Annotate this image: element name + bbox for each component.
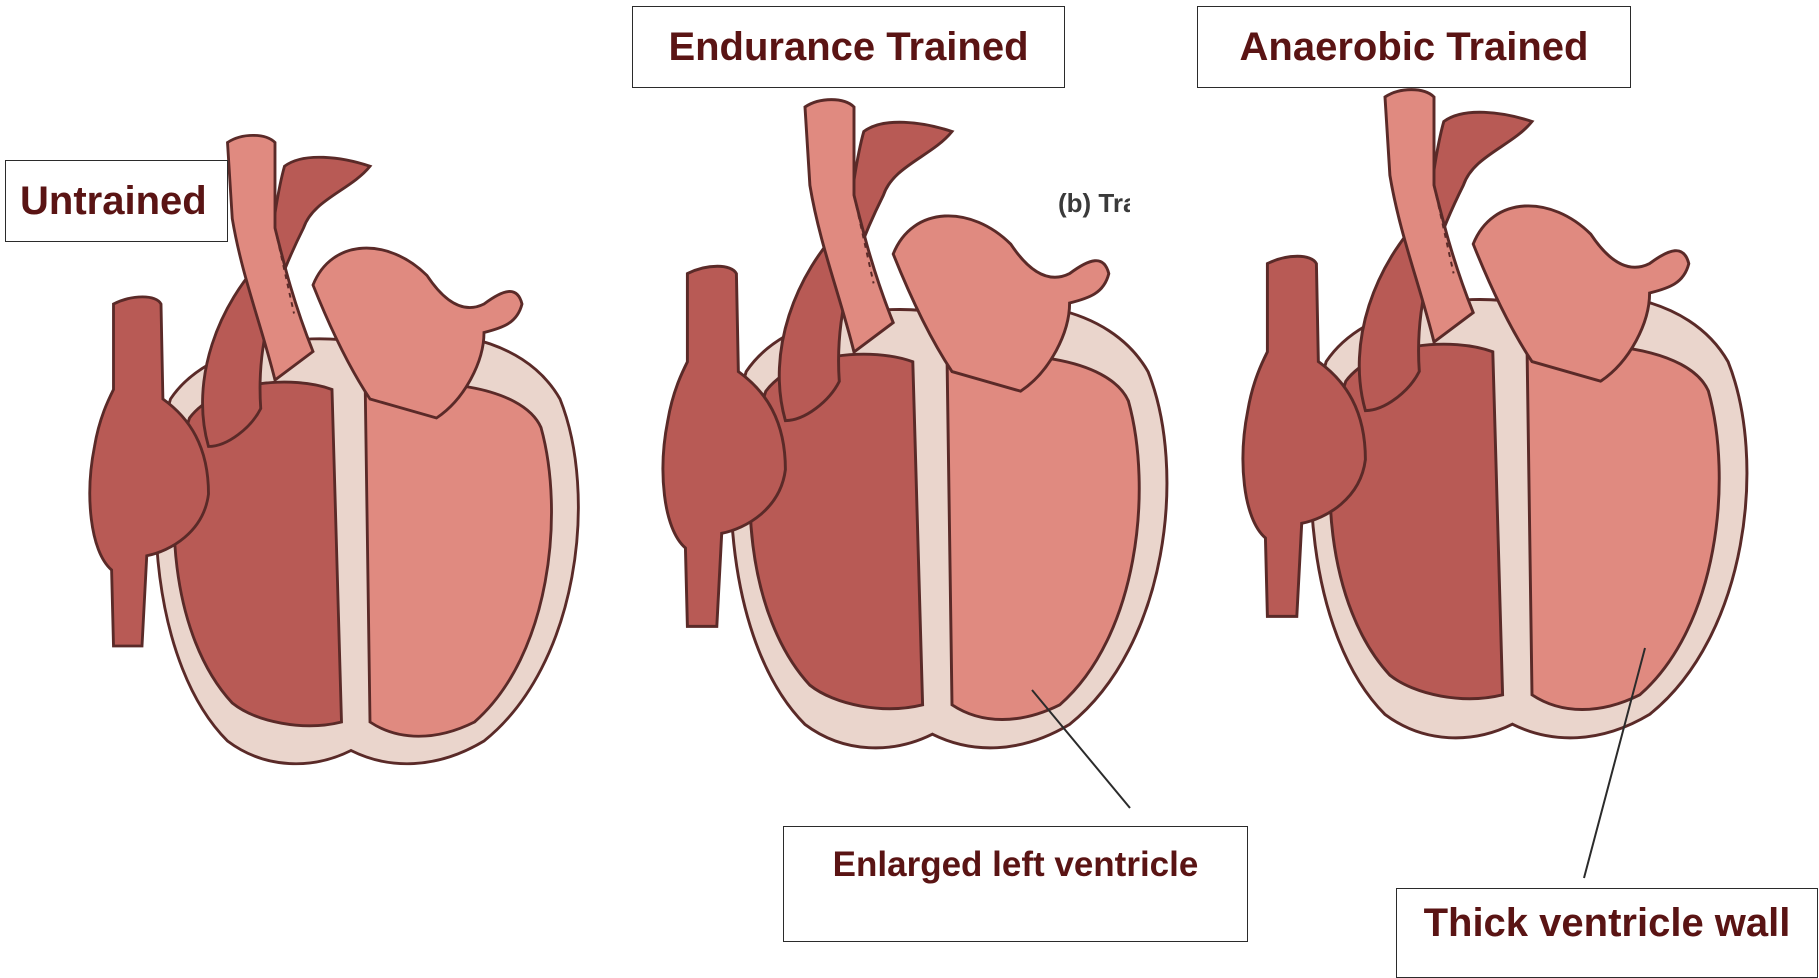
panel-tag: (b) Tra [1058, 188, 1130, 219]
label-untrained: Untrained [5, 160, 228, 242]
label-thick-ventricle-wall: Thick ventricle wall [1396, 888, 1818, 978]
label-enlarged-left-ventricle: Enlarged left ventricle [783, 826, 1248, 942]
heart-anaerobic-trained [1243, 90, 1747, 738]
label-endurance-trained: Endurance Trained [632, 6, 1065, 88]
label-anaerobic-trained: Anaerobic Trained [1197, 6, 1631, 88]
